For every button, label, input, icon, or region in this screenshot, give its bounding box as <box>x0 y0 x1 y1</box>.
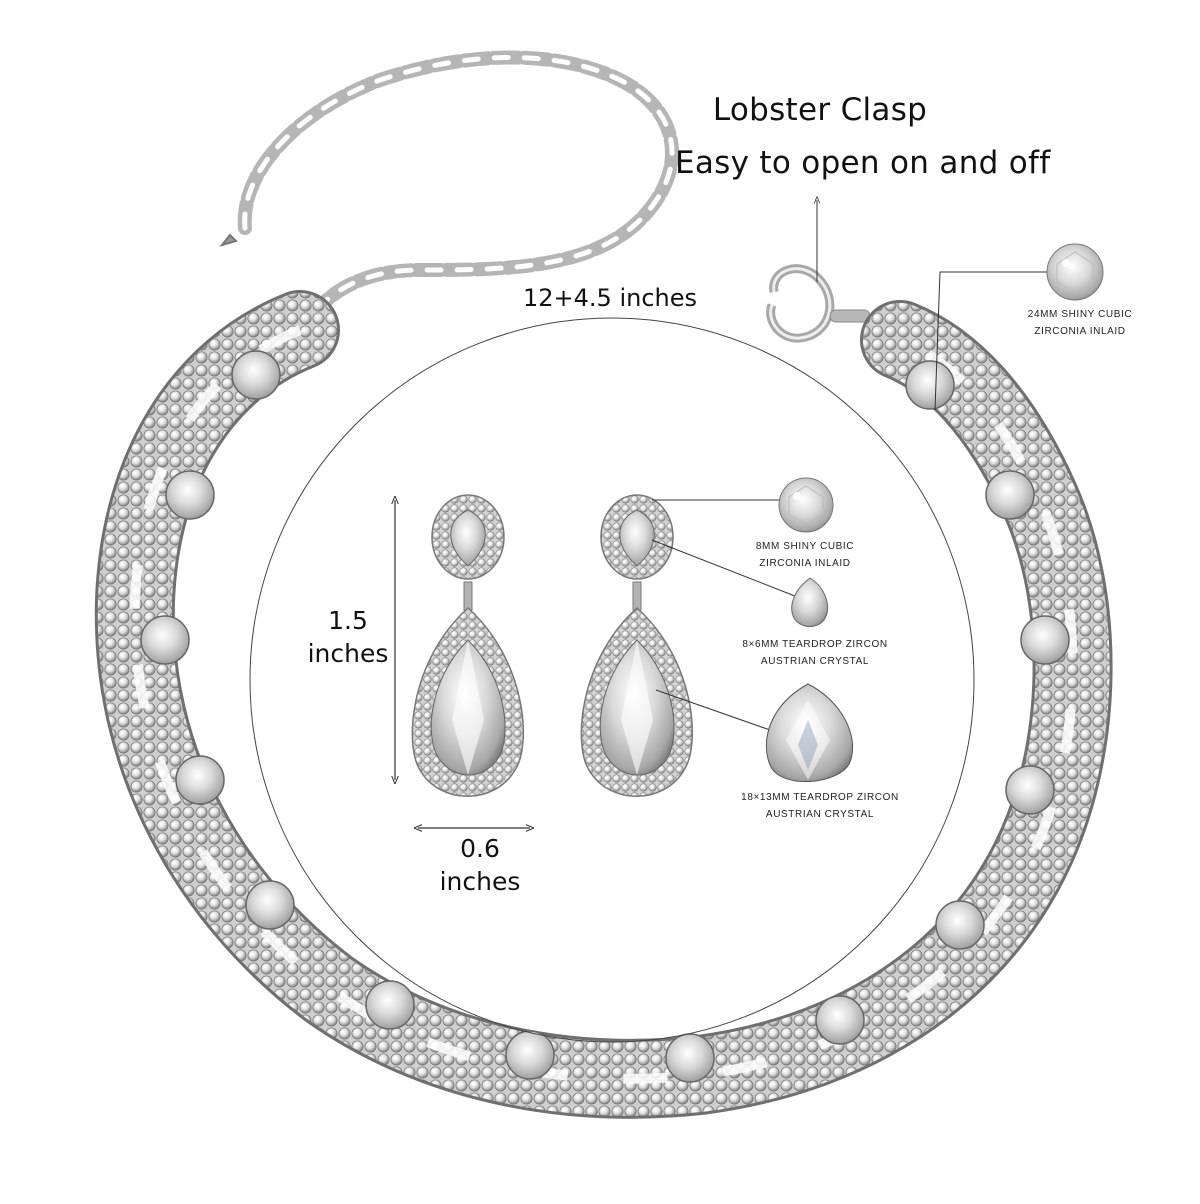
necklace-stone-line2: ZIRCONIA INLAID <box>1034 326 1126 337</box>
earring-stone-leaders <box>651 499 801 731</box>
round-zircon-icon <box>1046 243 1104 301</box>
earring-stone-3-line1: 18×13MM TEARDROP ZIRCON <box>741 792 899 803</box>
earring-height-value: 1.5 <box>328 606 368 635</box>
earring-image-detail <box>580 494 694 797</box>
earring-stone-1-line2: ZIRCONIA INLAID <box>759 558 851 569</box>
clasp-subtitle: Easy to open on and off <box>675 145 1051 181</box>
earring-width-unit: inches <box>439 867 521 896</box>
necklace-choker-image <box>94 290 1113 1119</box>
earring-stone-label-3: 18×13MM TEARDROP ZIRCON AUSTRIAN CRYSTAL <box>735 789 905 823</box>
earring-stone-2-line2: AUSTRIAN CRYSTAL <box>760 656 870 667</box>
necklace-stone-leader <box>934 271 1050 411</box>
earring-stone-label-2: 8×6MM TEARDROP ZIRCON AUSTRIAN CRYSTAL <box>740 636 890 670</box>
earring-stone-label-1: 8MM SHINY CUBIC ZIRCONIA INLAID <box>745 538 865 572</box>
large-teardrop-crystal-icon <box>765 683 854 783</box>
lobster-clasp-image <box>766 264 871 343</box>
earring-stone-1-line1: 8MM SHINY CUBIC <box>755 541 855 552</box>
necklace-length-label: 12+4.5 inches <box>510 284 710 312</box>
earring-height-unit: inches <box>307 639 389 668</box>
clasp-title: Lobster Clasp <box>712 92 928 128</box>
earring-width-value: 0.6 <box>460 834 500 863</box>
earring-stone-2-line1: 8×6MM TEARDROP ZIRCON <box>742 639 888 650</box>
earring-height-label: 1.5 inches <box>298 604 398 670</box>
teardrop-zircon-icon <box>791 577 828 627</box>
extender-chain-image <box>219 50 679 337</box>
length-guide-circle <box>249 317 975 1043</box>
earring-stone-3-line2: AUSTRIAN CRYSTAL <box>765 809 875 820</box>
necklace-stone-line1: 24MM SHINY CUBIC <box>1027 309 1133 320</box>
earring-image <box>411 494 525 797</box>
necklace-stone-label: 24MM SHINY CUBIC ZIRCONIA INLAID <box>1005 306 1155 340</box>
earring-width-label: 0.6 inches <box>430 832 530 898</box>
round-zircon-icon-small <box>778 477 834 533</box>
